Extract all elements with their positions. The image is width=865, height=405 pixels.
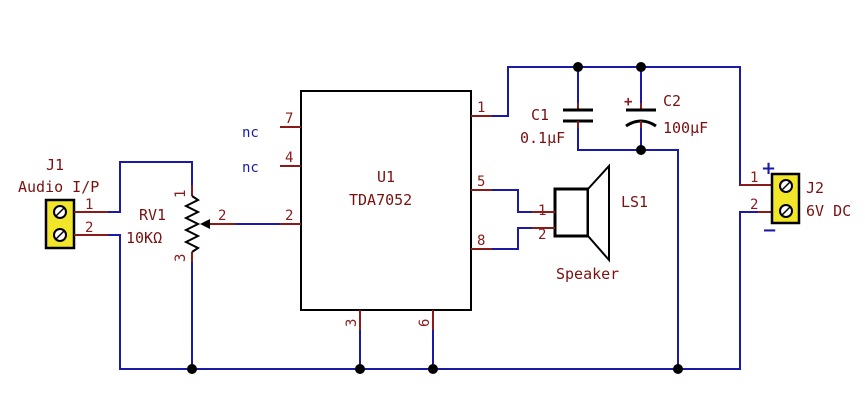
rv1-resistor-zigzag	[183, 195, 201, 253]
u1-pin-5: 5	[477, 174, 485, 190]
rv1-ref: RV1	[139, 206, 166, 224]
u1-ref: U1	[377, 168, 395, 186]
j1-ref: J1	[46, 156, 64, 174]
rv1-pin-1: 1	[173, 190, 189, 198]
u1-pin-6: 6	[417, 319, 433, 327]
rv1-value: 10KΩ	[126, 229, 162, 247]
ls1-ref: LS1	[621, 193, 648, 211]
u1-pin-7: 7	[285, 111, 293, 127]
wire-j2-ground	[739, 211, 759, 370]
junction-dot	[573, 62, 583, 72]
u1-nc-label-pin7: nc	[242, 125, 259, 141]
ls1-pin-1: 1	[538, 203, 546, 219]
ls1-value: Speaker	[556, 265, 619, 283]
u1-pin-1: 1	[477, 100, 485, 116]
junction-dot	[673, 364, 683, 374]
ic-u1: 7 4 2 1 5 8 3 6 nc nc U1 TDA7052	[242, 90, 492, 330]
wire-speaker-pos	[491, 189, 533, 213]
junction-dot	[355, 364, 365, 374]
j2-pin-1: 1	[750, 170, 758, 186]
j2-minus-mark: −	[762, 220, 777, 241]
junction-dot	[428, 364, 438, 374]
j1-pin-1: 1	[85, 197, 93, 213]
u1-pin-2: 2	[285, 208, 293, 224]
rv1-pin-2: 2	[218, 208, 226, 224]
c1-ref: C1	[531, 106, 549, 124]
j2-pin-2: 2	[750, 197, 758, 213]
u1-nc-label-pin4: nc	[242, 160, 259, 176]
ls1-magnet	[553, 187, 590, 238]
ls1-pin-2: 2	[538, 227, 546, 243]
junction-dot	[636, 62, 646, 72]
u1-pin-4: 4	[285, 150, 293, 166]
wire-vcc-bus	[491, 66, 741, 186]
capacitor-c2: + C2 100μF	[624, 92, 708, 137]
u1-value: TDA7052	[349, 191, 412, 209]
ls1-cone	[587, 163, 610, 263]
junction-dot	[636, 145, 646, 155]
c2-value: 100μF	[663, 119, 708, 137]
j1-pin-2: 2	[85, 220, 93, 236]
wire-input-ground	[107, 234, 121, 370]
connector-j1: J1 Audio I/P 1 2	[18, 156, 108, 250]
junction-dot	[187, 364, 197, 374]
j1-value: Audio I/P	[18, 178, 99, 196]
c2-ref: C2	[663, 92, 681, 110]
speaker-ls1: 1 2 LS1 Speaker	[532, 163, 648, 283]
j2-plus-mark: +	[761, 158, 776, 179]
u1-body	[300, 90, 472, 311]
capacitor-c1: C1 0.1μF	[520, 103, 593, 147]
wire-input-signal	[107, 161, 193, 213]
junction-dots	[187, 62, 683, 374]
rv1-wiper-arrow	[200, 219, 210, 229]
j2-ref: J2	[806, 179, 824, 197]
potentiometer-rv1: 1 2 3 RV1 10KΩ	[126, 185, 236, 262]
j2-value: 6V DC	[806, 202, 851, 220]
c2-polarity-mark: +	[624, 94, 632, 110]
connector-j2: 1 2 + − J2 6V DC	[740, 158, 851, 241]
u1-pin-8: 8	[477, 233, 485, 249]
wire-speaker-neg	[491, 227, 533, 250]
u1-pin-3: 3	[344, 319, 360, 327]
rv1-pin-3: 3	[173, 254, 189, 262]
c1-value: 0.1μF	[520, 129, 565, 147]
